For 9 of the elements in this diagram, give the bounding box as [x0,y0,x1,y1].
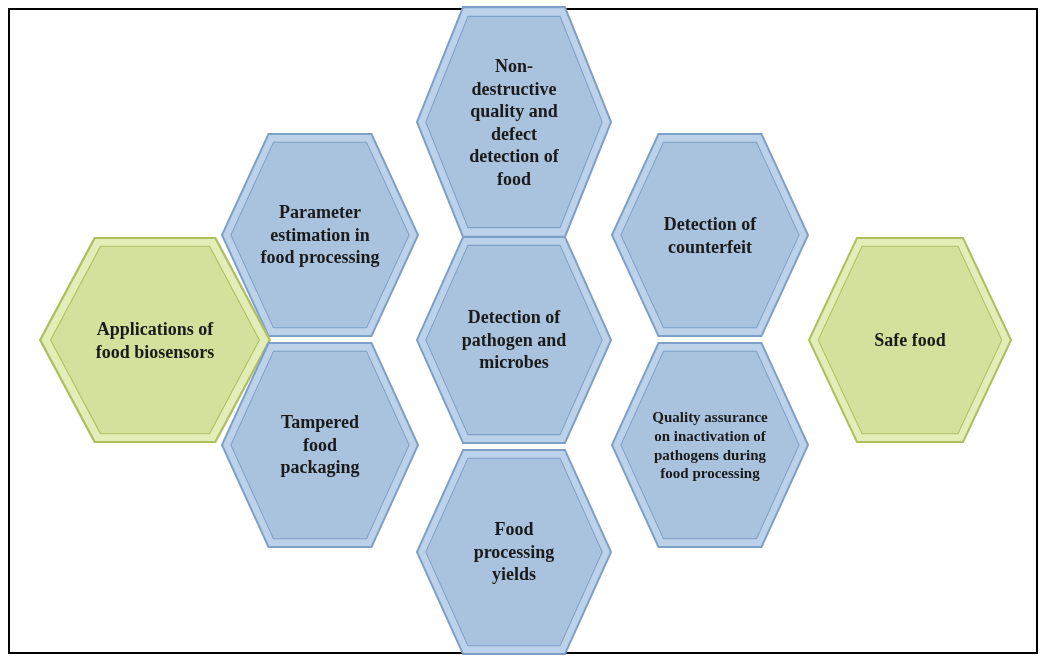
hexagon-label: Applications of food biosensors [94,317,216,363]
hexagon-label: Food processing yields [472,518,556,586]
hexagon-label: Detection of pathogen and microbes [460,306,568,374]
hexagon-label: Quality assurance on inactivation of pathogens during food processing [651,407,769,483]
hexagon-label: Tampered food packaging [279,411,361,479]
hexagon-label: Detection of counterfeit [662,212,758,258]
hexagon-label: Safe food [873,328,947,352]
hexagon-label: Parameter estimation in food processing [259,201,381,269]
hexagon-label: Non-destructive quality and defect detection of food [468,54,560,190]
